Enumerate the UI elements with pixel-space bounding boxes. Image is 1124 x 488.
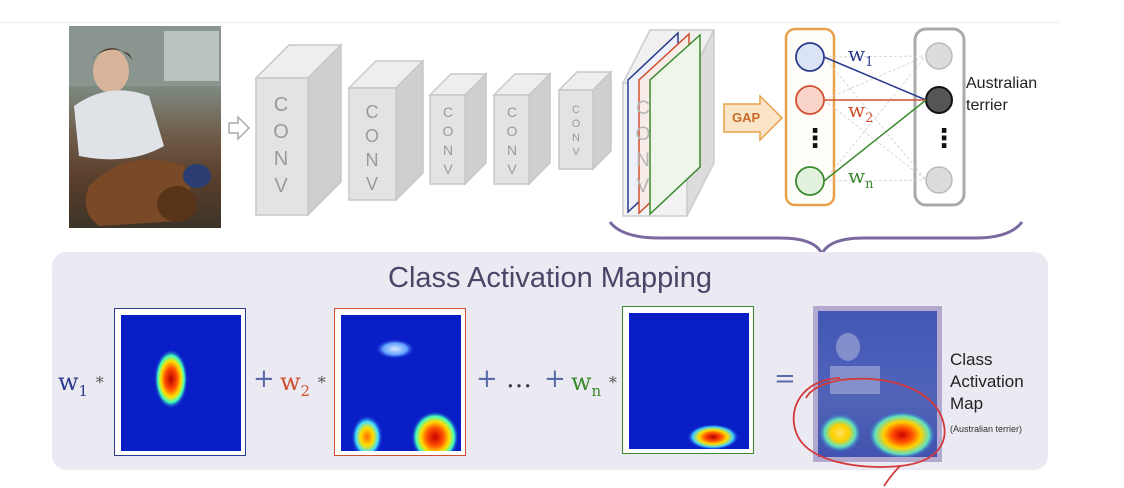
gap-node-blue [796,43,824,71]
output-node-n [926,167,952,193]
heatmap-1-art [121,315,241,451]
coef-w2: w2 * [280,368,326,400]
ellipsis: … [506,364,532,394]
plus-3: + [544,364,566,394]
heatmap-1-frame [114,308,246,456]
weight-label-2: w2 [848,98,873,126]
output-dots: ⋮ [931,124,957,154]
gap-node-green [796,167,824,195]
heatmap-n-frame [622,306,754,454]
bracket-arrow [610,222,1022,254]
weight-label-n: wn [848,164,874,192]
coef-w1: w1 * [58,368,104,400]
annotation-circle [780,370,960,488]
heatmap-1 [121,315,241,451]
output-node-target [926,87,952,113]
weight-line-n [824,100,926,181]
input-arrow [229,117,249,139]
coef-wn: wn * [571,368,617,400]
plus-2: + [476,364,498,394]
heatmap-n-art [629,313,749,449]
cam-title: Class Activation Mapping [0,262,1100,295]
heatmap-2-art [341,315,461,451]
gap-dots: ⋮ [802,124,828,154]
heatmap-n [629,313,749,449]
output-class-label: Australian terrier [966,73,1037,117]
weight-label-1: w1 [848,42,873,70]
cam-result-label: Class Activation Map [950,349,1024,415]
output-node-1 [926,43,952,69]
plus-1: + [253,364,275,394]
gap-label: GAP [732,110,760,125]
gap-node-red [796,86,824,114]
heatmap-2-frame [334,308,466,456]
heatmap-2 [341,315,461,451]
cam-result-note: (Australian terrier) [950,424,1022,434]
faint-connections [824,56,926,181]
